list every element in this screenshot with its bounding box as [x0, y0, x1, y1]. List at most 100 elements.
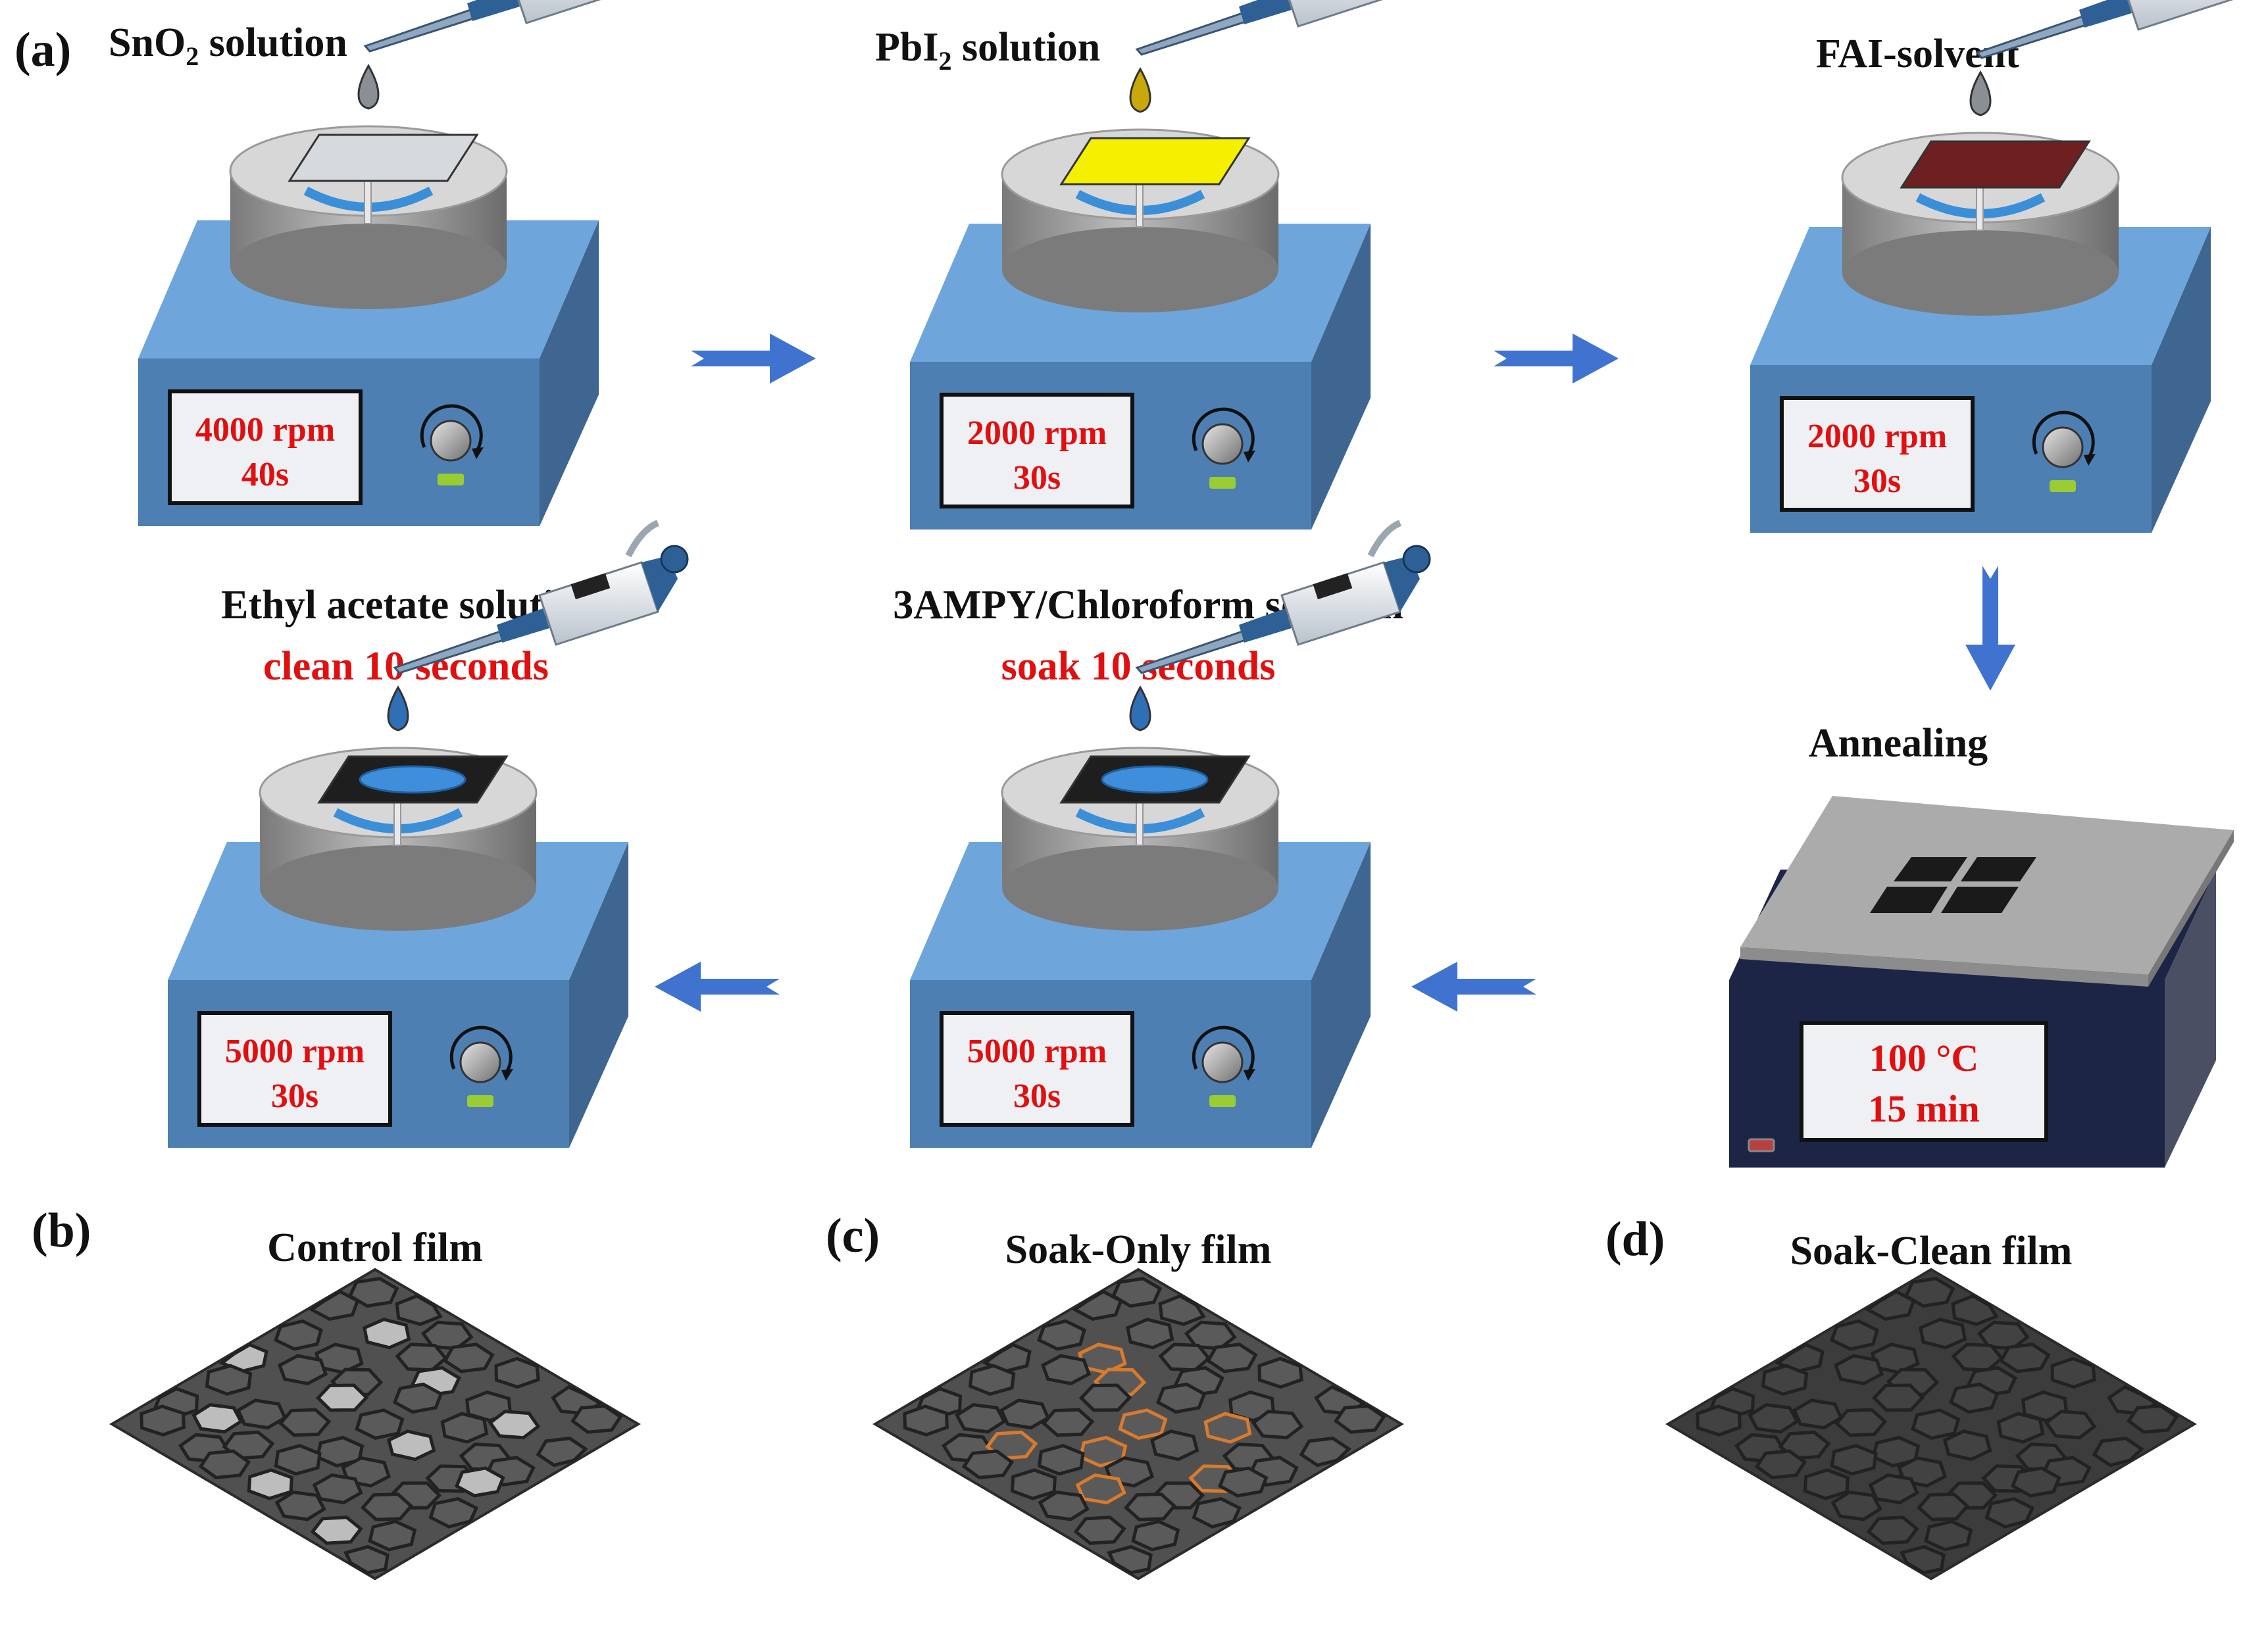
grain — [1999, 1343, 2051, 1373]
grain — [1951, 1343, 2004, 1372]
speed-display — [168, 389, 363, 505]
grain — [1696, 1404, 1742, 1437]
coater-side — [1311, 842, 1371, 1148]
grain — [1924, 1519, 1973, 1552]
grain — [273, 1319, 323, 1351]
panel-label-b: (b) — [32, 1204, 91, 1258]
grain — [1900, 1544, 1946, 1575]
grain — [1333, 1404, 1386, 1434]
grain — [395, 1343, 448, 1372]
pipette-icon — [393, 520, 689, 674]
grain — [1916, 1492, 1970, 1521]
grain — [191, 1403, 243, 1434]
grain — [274, 1490, 326, 1521]
grain — [1123, 1492, 1177, 1521]
grain — [1919, 1318, 1967, 1350]
knob-icon — [459, 1041, 501, 1083]
grain — [1038, 1490, 1090, 1521]
arrow-right — [1494, 333, 1619, 383]
rotate-arrow-icon — [449, 1025, 513, 1073]
grain — [1217, 1466, 1269, 1498]
grain — [570, 1404, 623, 1434]
arrow-left — [655, 962, 780, 1012]
grain — [1078, 1435, 1128, 1468]
grain — [1078, 1383, 1132, 1412]
panel-label-c: (c) — [826, 1209, 880, 1263]
grain — [198, 1449, 251, 1479]
grain — [2044, 1410, 2097, 1440]
hot-plate-top — [1740, 796, 2234, 975]
grain — [1041, 1408, 1095, 1437]
grain — [1748, 1403, 1800, 1434]
spin-speed: 5000 rpm — [967, 1033, 1107, 1070]
grain — [1951, 1294, 1999, 1326]
grain — [1010, 1468, 1057, 1500]
grain — [274, 1444, 322, 1476]
spin-time: 30s — [1013, 1077, 1061, 1115]
spin-speed: 2000 rpm — [967, 414, 1107, 452]
grain — [1871, 1383, 1925, 1412]
grain — [1040, 1354, 1092, 1386]
grain — [1073, 1516, 1126, 1545]
arrow-down — [1965, 566, 2015, 691]
panel-label-a: (a) — [14, 23, 71, 77]
film-clean — [1665, 1268, 2197, 1581]
speed-display — [1780, 396, 1975, 512]
grain — [1830, 1444, 1878, 1476]
grain — [1996, 1412, 2045, 1444]
film-title-soak-only: Soak-Only film — [1005, 1227, 1272, 1272]
grain — [1111, 1277, 1163, 1308]
speed-display — [940, 1011, 1134, 1127]
grain — [1803, 1468, 1850, 1500]
grain — [308, 1289, 360, 1321]
speed-display — [197, 1011, 392, 1127]
pipette-icon — [1135, 520, 1431, 674]
step2-title: PbI2 solution — [875, 25, 1100, 76]
grain — [443, 1343, 495, 1373]
power-led — [1748, 1138, 1775, 1152]
indicator-light — [438, 474, 464, 485]
indicator-light — [467, 1095, 493, 1107]
grain — [347, 1277, 399, 1308]
sample-square — [1941, 887, 2019, 913]
grain — [2010, 1466, 2061, 1498]
grain — [1834, 1408, 1888, 1437]
grain — [2050, 1356, 2096, 1389]
grain — [488, 1410, 541, 1440]
solution-drop-icon — [357, 63, 380, 110]
film-title-control: Control film — [267, 1225, 483, 1270]
grain — [1830, 1490, 1882, 1521]
grain — [961, 1449, 1015, 1479]
knob-icon — [1201, 423, 1244, 465]
grain — [1299, 1437, 1351, 1468]
grain — [454, 1466, 505, 1498]
grain — [315, 1383, 369, 1412]
arrow-left — [1411, 962, 1536, 1012]
grain — [236, 1398, 288, 1430]
sample-square — [1961, 857, 2036, 881]
grain — [1158, 1294, 1206, 1326]
solution-drop-icon — [1129, 66, 1151, 113]
grain — [982, 1343, 1032, 1373]
grain — [1075, 1473, 1126, 1505]
pipette-display — [570, 573, 611, 600]
grain — [278, 1408, 332, 1437]
grain — [1192, 1496, 1242, 1529]
coater-side — [569, 842, 628, 1148]
spin-coater: 5000 rpm 30s — [910, 520, 1431, 1148]
solution-film — [359, 765, 466, 794]
solution-film — [1101, 765, 1209, 794]
speed-display — [940, 393, 1134, 508]
spin-time: 30s — [271, 1077, 318, 1115]
grain — [2021, 1390, 2069, 1423]
grain — [1126, 1318, 1174, 1350]
grain — [247, 1468, 293, 1500]
spin-speed: 5000 rpm — [225, 1033, 365, 1070]
grain — [1775, 1343, 1825, 1373]
grain — [1037, 1444, 1085, 1476]
indicator-light — [1209, 1095, 1236, 1107]
annealing-title: Annealing — [1809, 721, 1988, 766]
anneal-temperature: 100 °C — [1869, 1037, 1979, 1079]
grain — [1228, 1390, 1276, 1423]
